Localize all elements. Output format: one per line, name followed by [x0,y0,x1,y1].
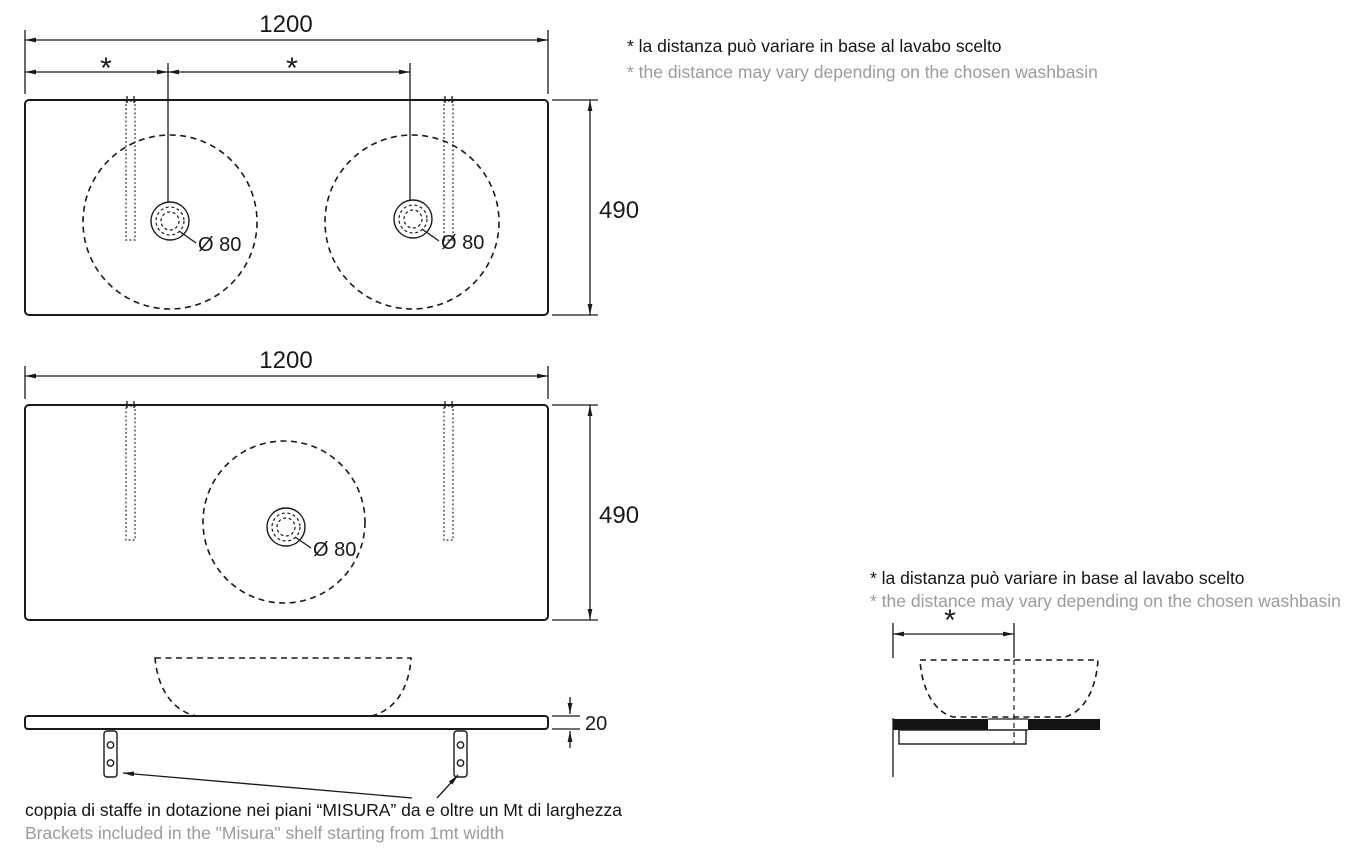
brackets-caption-en: Brackets included in the "Misura" shelf … [25,823,504,843]
dim-spacing-double: * * [25,52,411,222]
view-top-double: 1200 * * Ø 80 [24,11,639,316]
washbasin-side-outline [154,657,412,717]
shelf-side-outline [24,715,549,730]
washbasin-detail-outline [919,659,1099,718]
bracket-hidden-mark-right [443,96,454,241]
view-top-single: 1200 Ø 80 490 [24,347,639,621]
dim-spacing-right-label: * [286,52,298,85]
bracket-left [103,730,118,778]
brackets-caption-it: coppia di staffe in dotazione nei piani … [25,800,622,820]
dim-thickness: 20 [552,697,607,748]
basin-left: Ø 80 [82,134,258,310]
distance-note-en: * the distance may vary depending on the… [627,62,1098,82]
view-side: 20 coppia di staffe in dotazione nei pia… [24,657,622,843]
view-detail: * la distanza può variare in base al lav… [870,568,1341,777]
drain-diameter-single-label: Ø 80 [313,539,356,561]
dim-thickness-label: 20 [585,713,607,735]
dim-width-label: 1200 [259,11,312,38]
shelf-section-gap [988,718,1028,731]
dim-offset-detail: * [892,604,1015,658]
leader-left-bracket [122,771,413,799]
dim-depth-label: 490 [599,197,639,224]
distance-note-detail-en: * the distance may vary depending on the… [870,591,1341,611]
drain-diameter-right-label: Ø 80 [441,232,484,254]
drain-leader-single [294,536,312,549]
bracket-arm-detail [898,729,1027,745]
shelf-top-outline [24,99,549,316]
basin-single: Ø 80 [202,440,366,604]
bracket-hidden-mark-left-single [125,401,136,541]
drain-diameter-left-label: Ø 80 [198,234,241,256]
drain-leader-left [178,230,197,244]
dim-spacing-left-label: * [100,52,112,85]
note-top-right: * la distanza può variare in base al lav… [627,36,1098,82]
dim-width-double: 1200 [24,11,549,94]
drain-leader-right [421,228,440,242]
distance-note-it: * la distanza può variare in base al lav… [627,36,1002,56]
bracket-hidden-mark-right-single [443,401,454,541]
dim-width-single-label: 1200 [259,347,312,374]
basin-right: Ø 80 [324,134,500,310]
dim-depth-single-label: 490 [599,502,639,529]
dim-width-single: 1200 [24,347,549,399]
dim-depth-double: 490 [552,99,639,316]
dim-offset-label: * [944,604,956,637]
leader-right-bracket [436,774,459,799]
bracket-right [453,730,468,778]
dim-depth-single: 490 [552,404,639,621]
distance-note-detail-it: * la distanza può variare in base al lav… [870,568,1245,588]
bracket-hidden-mark-left [125,96,136,241]
